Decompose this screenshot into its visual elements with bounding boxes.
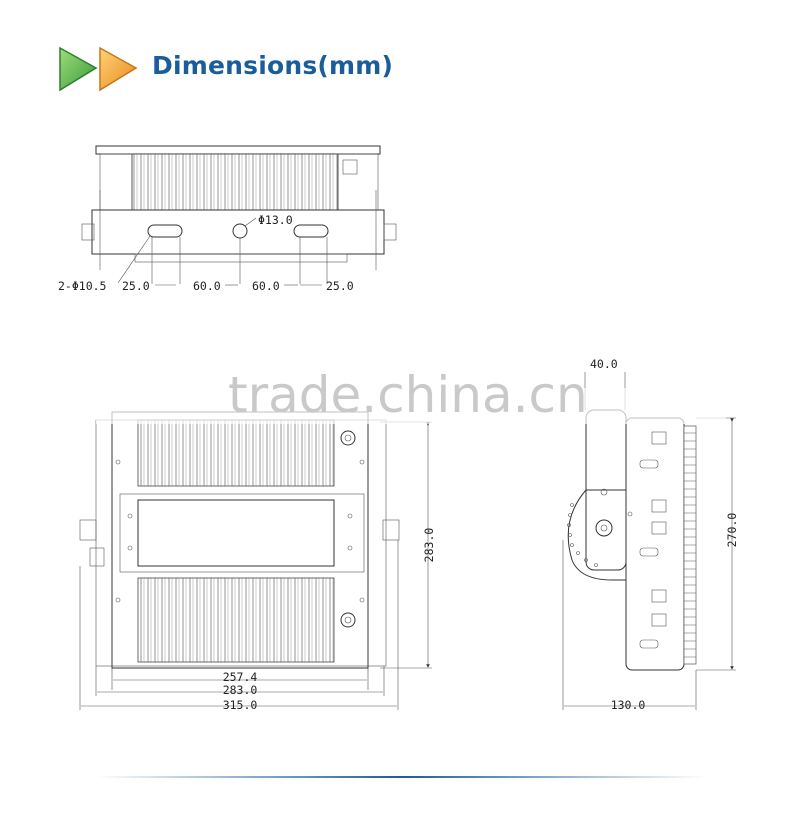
height-label: 283.0 — [422, 528, 436, 563]
dim-label: 60.0 — [193, 279, 221, 293]
depth-label: 130.0 — [611, 698, 646, 712]
top-view: Φ13.0 2-Φ10.5 25.0 60.0 60.0 25.0 — [58, 145, 397, 293]
dim-label: 25.0 — [122, 279, 150, 293]
width-label: 257.4 — [223, 670, 258, 684]
footer-divider — [96, 776, 706, 778]
play-arrows-icon — [59, 46, 138, 92]
dim-label: 60.0 — [252, 279, 280, 293]
side-view: 40.0 270.0 130.0 — [562, 357, 739, 712]
dim-label: 25.0 — [326, 279, 354, 293]
side-height-label: 270.0 — [725, 513, 739, 548]
width-label: 315.0 — [223, 698, 258, 712]
front-view: 283.0 257.4 283.0 315.0 — [79, 411, 436, 712]
width-label: 283.0 — [223, 683, 258, 697]
top-offset-label: 40.0 — [590, 357, 618, 371]
slot-label: 2-Φ10.5 — [58, 279, 106, 293]
watermark: trade.china.cn — [228, 366, 588, 424]
section-header: Dimensions(mm) — [56, 44, 476, 94]
hole-diameter-label: Φ13.0 — [258, 213, 293, 227]
page-title: Dimensions(mm) — [152, 51, 394, 80]
